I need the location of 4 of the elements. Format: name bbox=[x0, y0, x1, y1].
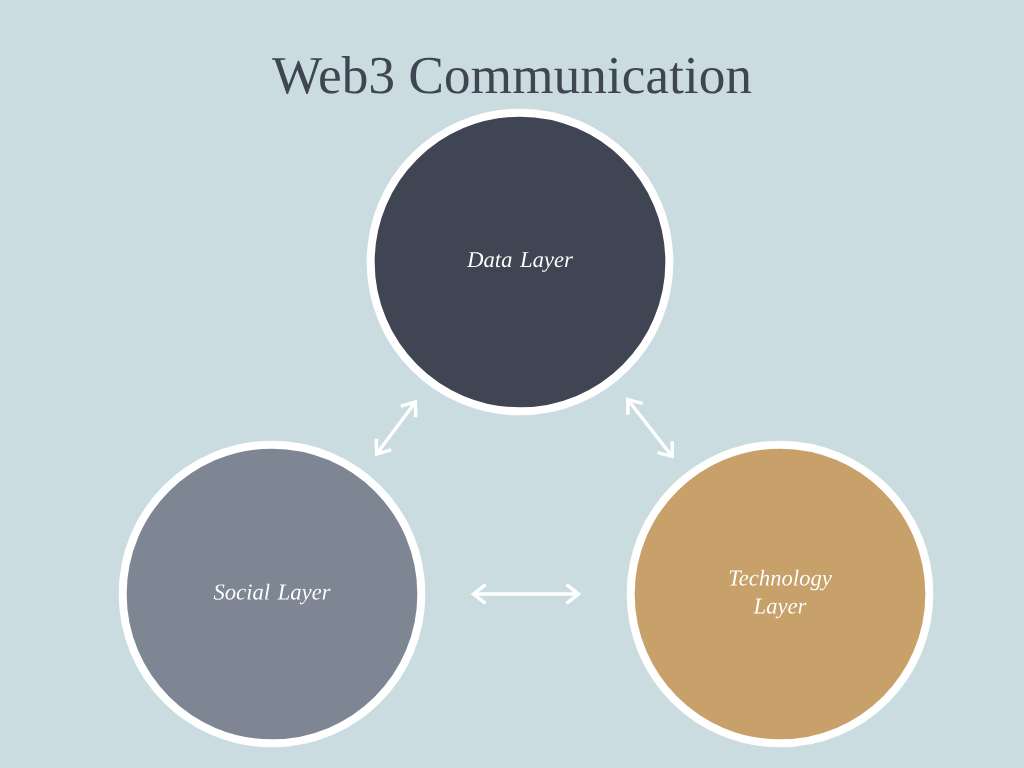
double-arrow bbox=[470, 583, 582, 605]
title: Web3 Communication bbox=[272, 56, 752, 94]
double-arrow bbox=[626, 397, 674, 459]
double-arrow bbox=[374, 399, 418, 457]
